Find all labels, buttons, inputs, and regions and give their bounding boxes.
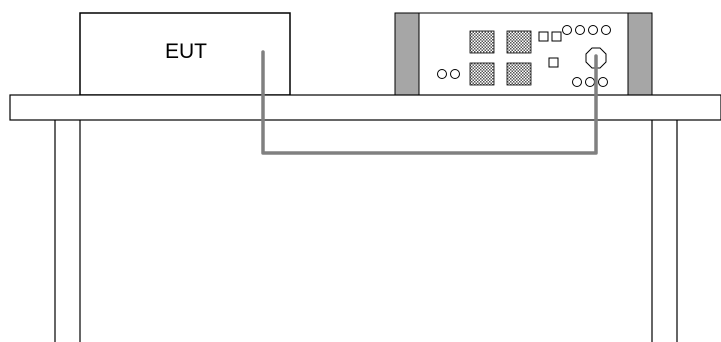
dial-top-1 [562,25,572,35]
grill-3 [469,62,495,86]
eut-box: EUT [79,12,291,96]
button-1 [538,31,549,42]
knob-1 [437,69,447,79]
button-2 [551,31,562,42]
knob-2 [450,69,460,79]
grill-4 [506,62,532,86]
table-top [9,94,721,121]
grill-1 [469,30,495,54]
instrument-handle-left [394,12,420,96]
dial-top-3 [588,25,598,35]
eut-label: EUT [165,40,207,63]
right-leg [651,120,678,342]
dial-top-2 [575,25,585,35]
table [9,94,721,342]
left-leg [54,120,81,342]
button-3 [548,57,559,68]
dial-bottom-3 [598,77,608,87]
dial-bottom-1 [572,77,582,87]
test-instrument [394,12,653,96]
grill-2 [506,30,532,54]
dial-top-4 [601,25,611,35]
interconnect-cable [261,50,598,155]
dial-bottom-2 [585,77,595,87]
instrument-handle-right [627,12,653,96]
